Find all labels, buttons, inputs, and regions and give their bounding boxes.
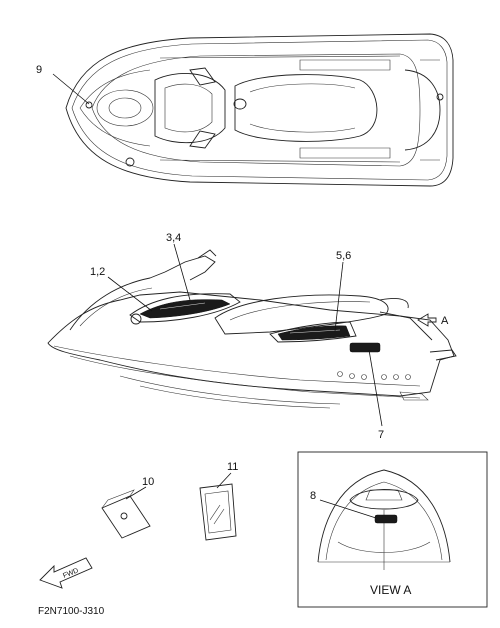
part-10-decal	[101, 489, 151, 539]
part-11-pouch	[199, 483, 237, 541]
top-view-watercraft	[65, 33, 454, 187]
view-a-arrow-icon	[417, 313, 437, 327]
fwd-arrow-icon: FWD	[39, 557, 93, 589]
callout-11: 11	[227, 461, 238, 473]
callout-3-4: 3,4	[166, 232, 181, 244]
callout-view-a: A	[441, 315, 449, 327]
callout-10: 10	[142, 476, 154, 488]
fwd-label: FWD	[62, 567, 79, 579]
callout-1-2: 1,2	[90, 266, 105, 278]
callout-9: 9	[36, 64, 42, 76]
side-view-watercraft	[47, 249, 457, 409]
view-a-panel	[297, 451, 488, 608]
callout-5-6: 5,6	[336, 250, 351, 262]
view-a-caption: VIEW A	[370, 583, 411, 597]
leader-lines	[52, 73, 383, 519]
drawing-code: F2N7100-J310	[38, 606, 105, 617]
callout-8: 8	[310, 490, 316, 502]
callout-7: 7	[378, 429, 384, 441]
